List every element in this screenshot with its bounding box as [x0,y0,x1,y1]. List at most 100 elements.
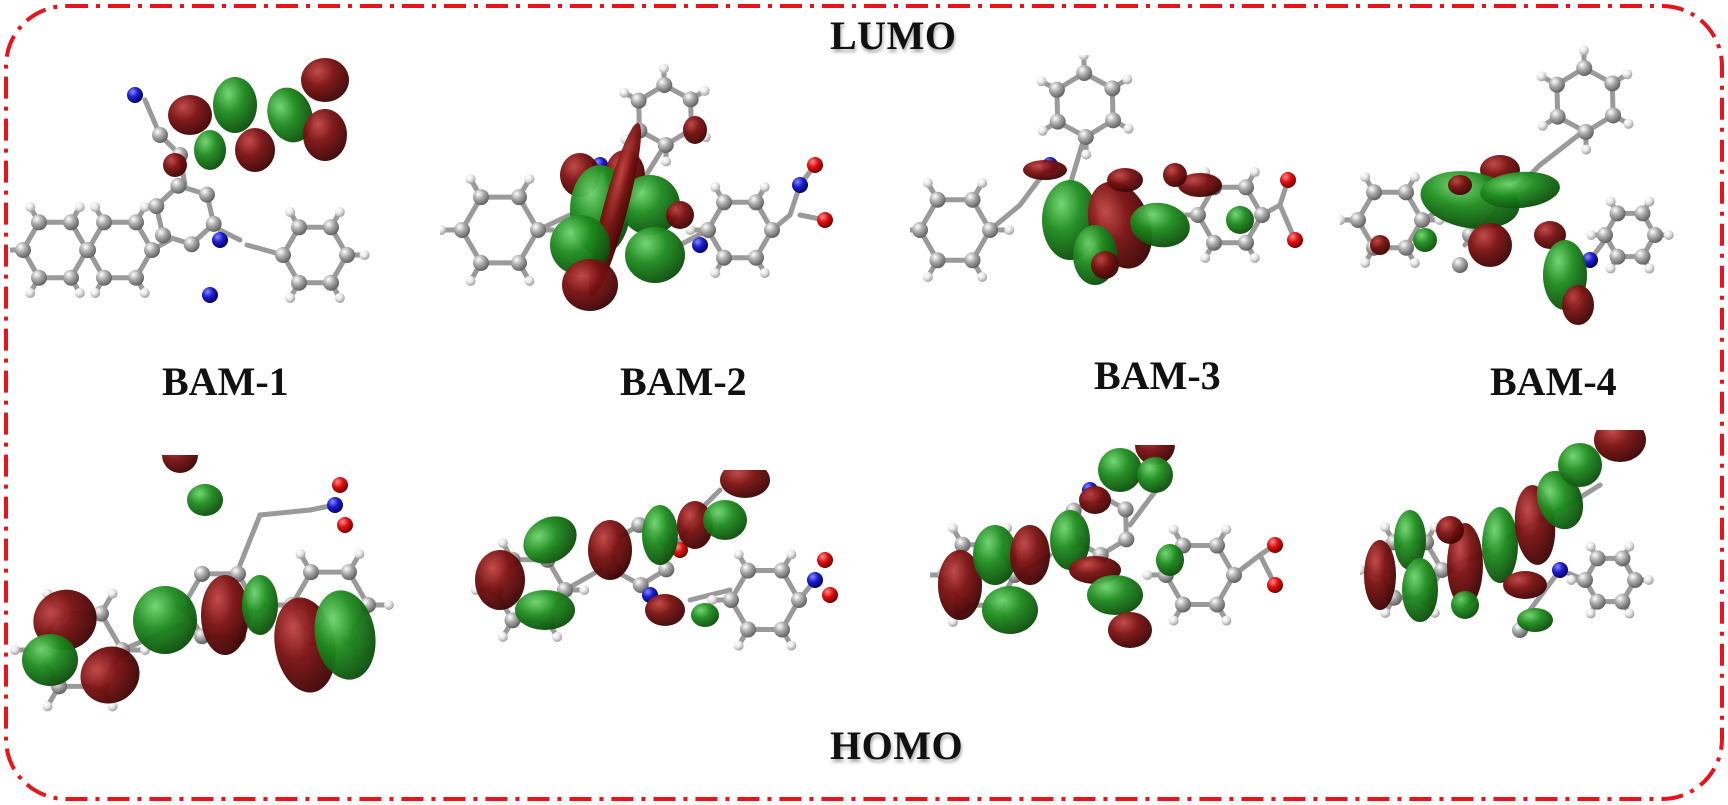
carbon-atom [682,91,699,108]
carbon-atom [96,214,112,231]
hydrogen-atom [1360,172,1371,183]
positive-lobe [1098,448,1142,492]
carbon-atom [1609,248,1626,265]
carbon-atom [657,136,674,153]
carbon-atom [152,127,168,143]
carbon-atom [716,249,732,266]
carbon-atom [656,77,673,94]
carbon-atom [912,222,928,238]
carbon-atom [748,249,764,266]
carbon-atom [154,227,171,244]
hydrogen-atom [786,549,797,560]
positive-lobe [194,130,226,170]
hydrogen-atom [1622,69,1633,80]
hydrogen-atom [947,523,958,534]
carbon-atom [303,564,319,581]
hydrogen-atom [1581,144,1592,155]
nitrogen-atom [202,287,218,303]
carbon-atom [723,592,739,608]
positive-lobe [1517,608,1553,632]
negative-lobe [1503,571,1547,599]
positive-lobe [1137,457,1173,493]
carbon-atom [964,191,981,208]
hydrogen-atom [1536,71,1547,82]
positive-lobe [625,227,685,283]
hydrogen-atom [579,585,590,595]
hydrogen-atom [524,276,535,287]
hydrogen-atom [1409,172,1420,183]
carbon-atom [1118,531,1135,548]
positive-lobe [1558,443,1602,487]
carbon-atom [1175,596,1191,613]
carbon-atom [764,222,780,238]
hydrogen-atom [1122,74,1133,85]
hydrogen-atom [707,595,718,605]
oxygen-atom [807,157,823,173]
carbon-atom [1209,537,1225,554]
carbon-atom [473,254,489,271]
hydrogen-atom [1360,257,1371,268]
negative-lobe [80,646,140,704]
positive-lobe [982,586,1038,634]
hydrogen-atom [1409,257,1420,268]
hydrogen-atom [42,701,53,712]
positive-lobe [314,590,376,680]
carbon-atom [1414,212,1430,228]
carbon-atom [511,254,527,271]
negative-lobe [163,153,187,177]
negative-lobe [1448,175,1472,195]
positive-lobe [1130,202,1190,248]
negative-lobe [1468,223,1512,267]
oxygen-atom [337,517,353,533]
hydrogen-atom [1605,196,1616,207]
oxygen-atom [1280,172,1296,188]
hydrogen-atom [922,271,933,282]
carbon-atom [504,612,521,629]
negative-lobe [1091,251,1119,279]
carbon-atom [1634,248,1651,265]
carbon-atom [80,242,96,258]
carbon-atom [1105,112,1122,129]
hydrogen-atom [1537,120,1548,131]
oxygen-atom [817,212,833,228]
bond [687,587,733,603]
carbon-atom [1605,107,1622,124]
hydrogen-atom [107,701,118,712]
carbon-atom [1049,113,1066,130]
negative-lobe [201,575,249,655]
positive-lobe [1482,507,1518,583]
positive-lobe [1451,591,1479,619]
carbon-atom [323,219,339,236]
hydrogen-atom [699,85,710,96]
negative-lobe [1594,430,1646,462]
positive-lobe [703,500,747,540]
hydrogen-atom [90,202,101,213]
carbon-atom [341,564,357,581]
carbon-atom [170,177,187,194]
carbon-atom [128,214,144,231]
hydrogen-atom [1249,252,1260,263]
carbon-atom [1398,184,1414,201]
hydrogen-atom [1168,524,1179,535]
carbon-atom [658,561,675,578]
hydrogen-atom [710,182,721,193]
hydrogen-atom [1623,118,1634,129]
carbon-atom [63,214,79,231]
carbon-atom [630,92,647,109]
hydrogen-atom [1380,607,1391,618]
hydrogen-atom [74,287,85,298]
carbon-atom [929,252,946,269]
carbon-atom [339,247,355,263]
carbon-atom [1238,234,1254,251]
carbon-atom [1209,596,1225,613]
hydrogen-atom [1142,570,1153,580]
nitrogen-atom [792,177,808,193]
hydrogen-atom [90,287,101,298]
hydrogen-atom [354,548,365,559]
carbon-atom [183,236,200,253]
lumo-bam-2-orbital [440,63,833,311]
hydrogen-atom [1221,524,1232,535]
hydrogen-atom [1123,123,1134,134]
carbon-atom [1576,60,1593,77]
